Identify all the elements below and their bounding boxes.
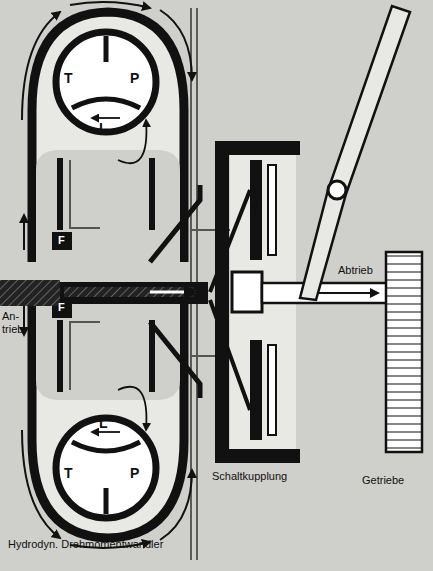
gear <box>386 252 422 452</box>
turbine-label: T <box>64 465 73 481</box>
pump-label: P <box>130 465 139 481</box>
gear-tooth <box>386 279 422 280</box>
caption: Hydrodyn. Drehmomentwandler <box>8 538 163 551</box>
gear-tooth <box>386 319 422 320</box>
turbine-label: T <box>64 70 73 86</box>
gear-tooth <box>386 367 422 368</box>
gear-tooth <box>386 343 422 344</box>
gear-tooth <box>386 295 422 296</box>
clutch-label: Schaltkupplung <box>212 470 287 483</box>
input-label: An- trieb <box>2 310 23 335</box>
gear-tooth <box>386 391 422 392</box>
gear-tooth <box>386 375 422 376</box>
gear-tooth <box>386 383 422 384</box>
gear-tooth <box>386 311 422 312</box>
gear-tooth <box>386 263 422 264</box>
gear-tooth <box>386 415 422 416</box>
gear-tooth <box>386 271 422 272</box>
input-shaft <box>0 185 240 398</box>
gear-tooth <box>386 335 422 336</box>
gear-tooth <box>386 447 422 448</box>
gear-tooth <box>386 439 422 440</box>
gear-tooth <box>386 255 422 256</box>
gear-tooth <box>386 407 422 408</box>
gear-tooth <box>386 327 422 328</box>
gear-tooth <box>386 287 422 288</box>
output-label: Abtrieb <box>338 264 373 277</box>
pump-label: P <box>130 70 139 86</box>
gear-tooth <box>386 423 422 424</box>
gearbox-label: Getriebe <box>362 474 404 487</box>
stator-label: L <box>99 415 108 431</box>
converter-half <box>22 2 192 262</box>
converter-half <box>22 288 192 548</box>
gear-tooth <box>386 359 422 360</box>
gear-tooth <box>386 303 422 304</box>
freewheel-label: F <box>58 234 65 247</box>
gear-tooth <box>386 431 422 432</box>
output-shaft <box>262 283 390 303</box>
gear-tooth <box>386 351 422 352</box>
gear-tooth <box>386 399 422 400</box>
freewheel-label: F <box>58 301 65 314</box>
stator-label: L <box>99 120 108 136</box>
